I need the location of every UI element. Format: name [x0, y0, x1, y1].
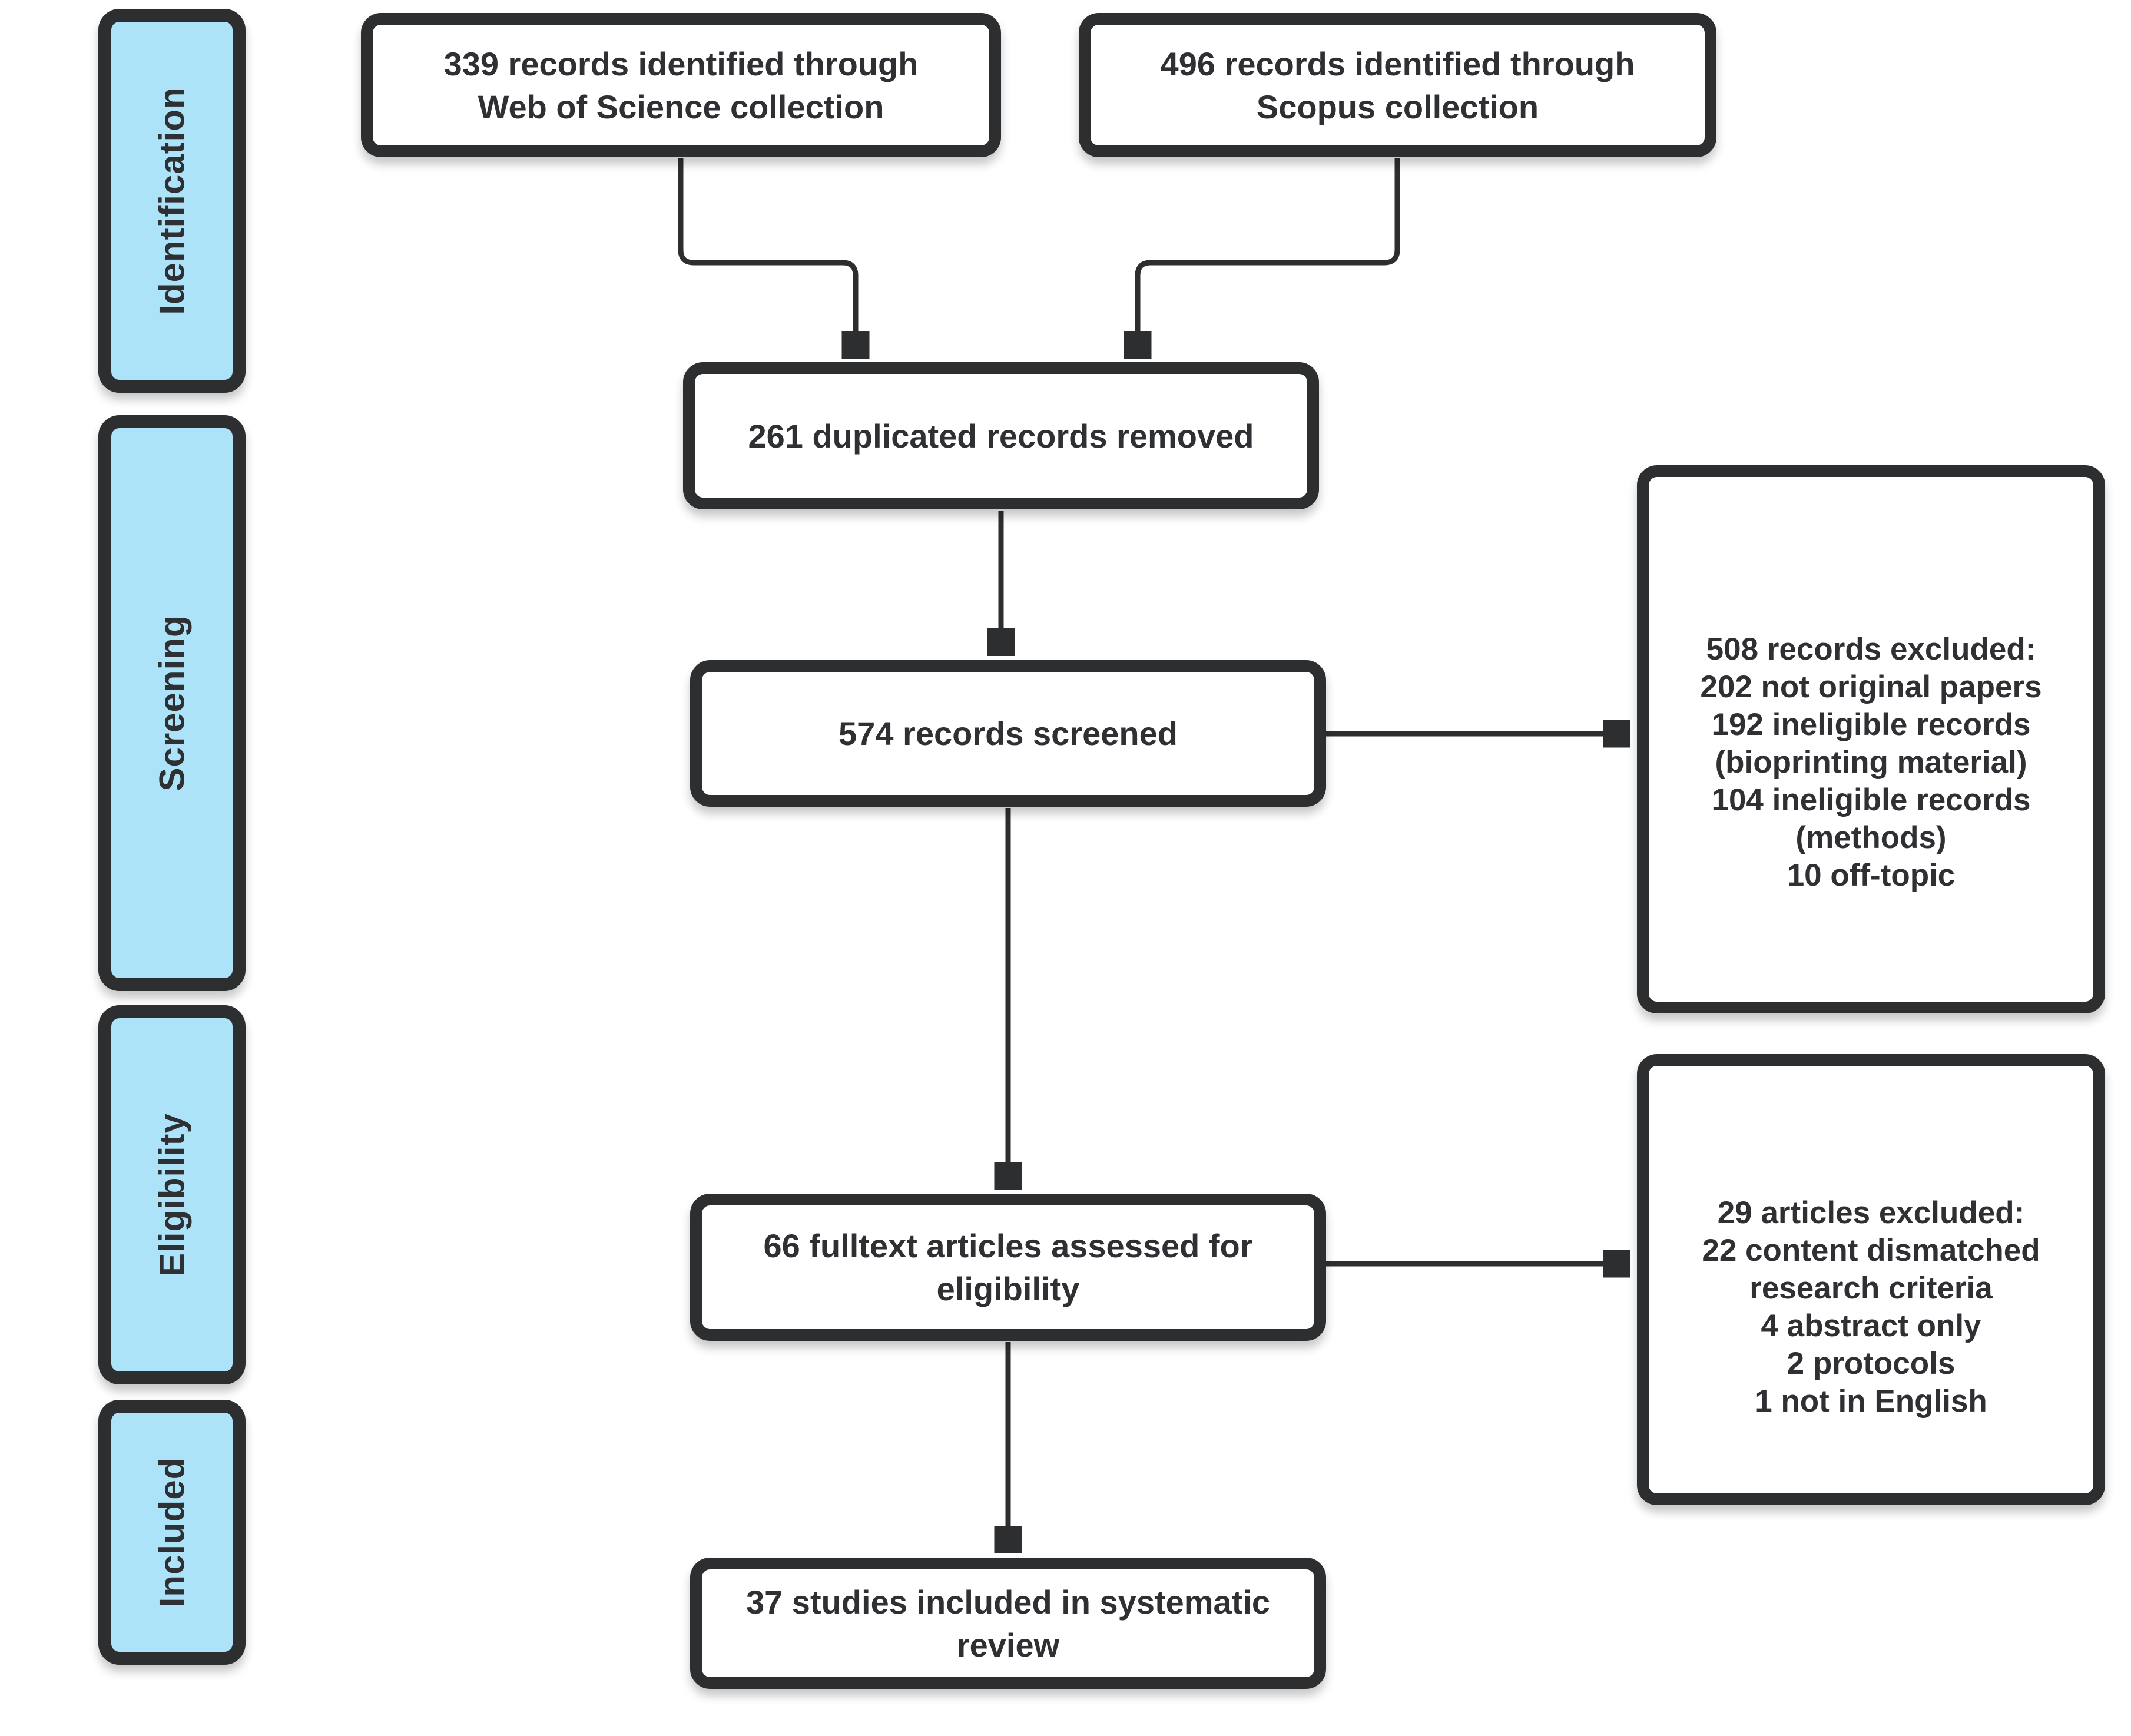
stage-screening-label: Screening: [152, 615, 192, 791]
box-articles-excluded-text: 29 articles excluded: 22 content dismatc…: [1702, 1195, 2040, 1419]
box-records-excluded: 508 records excluded: 202 not original p…: [1637, 465, 2105, 1013]
arrow-wos-to-duplicates: [678, 158, 856, 355]
stage-identification-label: Identification: [152, 87, 192, 315]
box-records-scopus-text: 496 records identified through Scopus co…: [1160, 45, 1635, 125]
box-duplicates-removed: 261 duplicated records removed: [683, 362, 1319, 509]
box-fulltext-assessed: 66 fulltext articles assessed for eligib…: [690, 1194, 1326, 1341]
stage-screening: Screening: [98, 415, 246, 991]
stage-eligibility: Eligibility: [98, 1005, 246, 1384]
stage-identification: Identification: [98, 9, 246, 393]
stage-eligibility-label: Eligibility: [152, 1113, 192, 1277]
box-records-web-of-science-text: 339 records identified through Web of Sc…: [443, 45, 919, 125]
box-fulltext-assessed-text: 66 fulltext articles assessed for eligib…: [763, 1227, 1253, 1307]
box-articles-excluded: 29 articles excluded: 22 content dismatc…: [1637, 1054, 2105, 1505]
box-records-web-of-science: 339 records identified through Web of Sc…: [361, 13, 1001, 157]
box-studies-included-text: 37 studies included in systematic review: [745, 1583, 1271, 1664]
box-records-scopus: 496 records identified through Scopus co…: [1079, 13, 1716, 157]
box-studies-included: 37 studies included in systematic review: [690, 1558, 1326, 1689]
arrow-scopus-to-duplicates: [1138, 158, 1400, 355]
stage-included: Included: [98, 1400, 246, 1665]
stage-included-label: Included: [152, 1457, 192, 1608]
box-records-screened-text: 574 records screened: [839, 715, 1178, 752]
box-records-screened: 574 records screened: [690, 660, 1326, 807]
box-duplicates-removed-text: 261 duplicated records removed: [748, 417, 1254, 455]
box-records-excluded-text: 508 records excluded: 202 not original p…: [1700, 631, 2042, 893]
